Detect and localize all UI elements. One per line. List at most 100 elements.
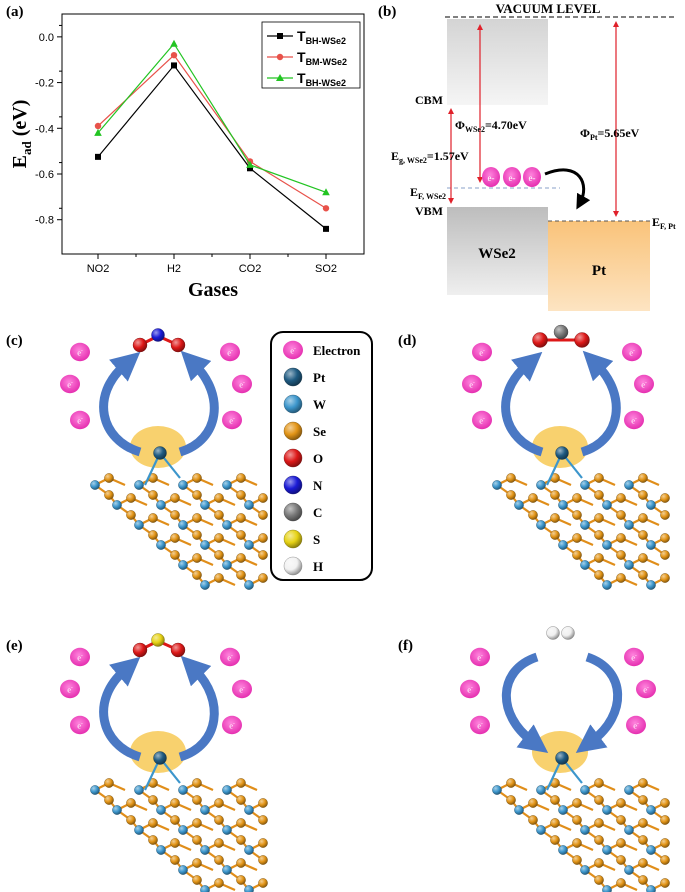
se-atom bbox=[192, 858, 202, 868]
se-atom bbox=[506, 778, 516, 788]
se-atom bbox=[506, 795, 516, 805]
se-atom bbox=[616, 550, 626, 560]
w-atom bbox=[156, 805, 166, 815]
electron-5: e- bbox=[222, 715, 242, 735]
atom-legend-item: H bbox=[283, 556, 323, 576]
charge-transfer-arrows bbox=[501, 652, 623, 754]
series-layer bbox=[94, 39, 330, 232]
atom-legend-item: S bbox=[283, 529, 320, 549]
electron-2-text: e- bbox=[477, 721, 483, 731]
w-atom bbox=[580, 785, 590, 795]
atom-legend-label: C bbox=[313, 505, 322, 520]
electron-1-text: e- bbox=[67, 685, 73, 695]
se-atom bbox=[192, 795, 202, 805]
w-atom bbox=[200, 885, 210, 892]
electron-1: e- bbox=[462, 374, 482, 394]
legend-marker bbox=[276, 53, 284, 61]
se-atom bbox=[594, 818, 604, 828]
se-atom bbox=[236, 570, 246, 580]
se-atom bbox=[258, 550, 268, 560]
se-atom bbox=[594, 778, 604, 788]
atom-legend-label: O bbox=[313, 451, 323, 466]
se-atom bbox=[236, 513, 246, 523]
legend-marker bbox=[277, 33, 283, 39]
phi-pt-label: ΦPt=5.65eV bbox=[580, 126, 640, 142]
data-point bbox=[322, 188, 330, 196]
pt-label: Pt bbox=[592, 263, 606, 279]
structure-panel-f: (f)e-e-e-e-e-e- bbox=[398, 626, 670, 892]
se-atom bbox=[660, 510, 670, 520]
w-atom bbox=[602, 845, 612, 855]
o-atom bbox=[170, 337, 186, 353]
se-atom bbox=[638, 553, 648, 563]
legend-atom bbox=[283, 502, 303, 522]
se-atom bbox=[214, 510, 224, 520]
electron-2-text: e- bbox=[479, 416, 485, 426]
electron-5-text: e- bbox=[229, 721, 235, 731]
se-atom bbox=[638, 835, 648, 845]
se-atom bbox=[236, 858, 246, 868]
arrow-right bbox=[178, 655, 219, 762]
data-point bbox=[322, 205, 330, 212]
se-atom bbox=[148, 818, 158, 828]
band-electron-text: e- bbox=[529, 173, 536, 183]
w-atom bbox=[580, 825, 590, 835]
legend-atom bbox=[283, 367, 303, 387]
charge-transfer-arrows bbox=[501, 350, 621, 457]
arrow-left bbox=[99, 351, 142, 457]
legend-label: TBH-WSe2 bbox=[297, 70, 346, 88]
atom-legend-item: O bbox=[283, 448, 323, 468]
data-point bbox=[94, 122, 102, 130]
wse2-lattice bbox=[492, 778, 670, 892]
arrow-right bbox=[580, 350, 621, 457]
w-atom bbox=[222, 520, 232, 530]
se-atom bbox=[594, 490, 604, 500]
se-atom bbox=[104, 473, 114, 483]
electron-3: e- bbox=[220, 342, 240, 362]
se-atom bbox=[616, 798, 626, 808]
c-atom bbox=[553, 324, 569, 340]
data-point bbox=[171, 62, 177, 69]
w-atom bbox=[536, 785, 546, 795]
se-atom bbox=[572, 855, 582, 865]
se-atom bbox=[258, 855, 268, 865]
w-atom bbox=[624, 560, 634, 570]
w-atom bbox=[558, 540, 568, 550]
se-atom bbox=[214, 533, 224, 543]
se-atom bbox=[170, 798, 180, 808]
atom-legend-item: W bbox=[283, 394, 326, 414]
arrow-left bbox=[99, 656, 142, 762]
se-atom bbox=[104, 795, 114, 805]
w-atom bbox=[536, 480, 546, 490]
w-atom bbox=[646, 540, 656, 550]
data-point bbox=[246, 160, 254, 168]
se-atom bbox=[638, 858, 648, 868]
band-electron-0: e- bbox=[482, 167, 500, 187]
se-atom bbox=[660, 573, 670, 583]
electron-2: e- bbox=[70, 410, 90, 430]
se-atom bbox=[638, 795, 648, 805]
atom-legend-label: S bbox=[313, 532, 320, 547]
se-atom bbox=[660, 533, 670, 543]
electron-3: e- bbox=[220, 647, 240, 667]
w-atom bbox=[624, 865, 634, 875]
electron-0-text: e- bbox=[77, 348, 83, 358]
charge-transfer-arrows bbox=[99, 655, 219, 762]
series-2 bbox=[94, 39, 330, 196]
w-atom bbox=[244, 845, 254, 855]
w-atom bbox=[200, 540, 210, 550]
w-atom bbox=[90, 785, 100, 795]
x-axis-label: Gases bbox=[188, 279, 238, 301]
w-atom bbox=[200, 845, 210, 855]
se-atom bbox=[616, 878, 626, 888]
legend-label: TBH-WSe2 bbox=[297, 28, 346, 46]
electron-2: e- bbox=[472, 410, 492, 430]
w-atom bbox=[244, 540, 254, 550]
electron-0: e- bbox=[70, 647, 90, 667]
electron-0-text: e- bbox=[479, 348, 485, 358]
se-atom bbox=[660, 838, 670, 848]
se-atom bbox=[638, 818, 648, 828]
w-atom bbox=[602, 580, 612, 590]
